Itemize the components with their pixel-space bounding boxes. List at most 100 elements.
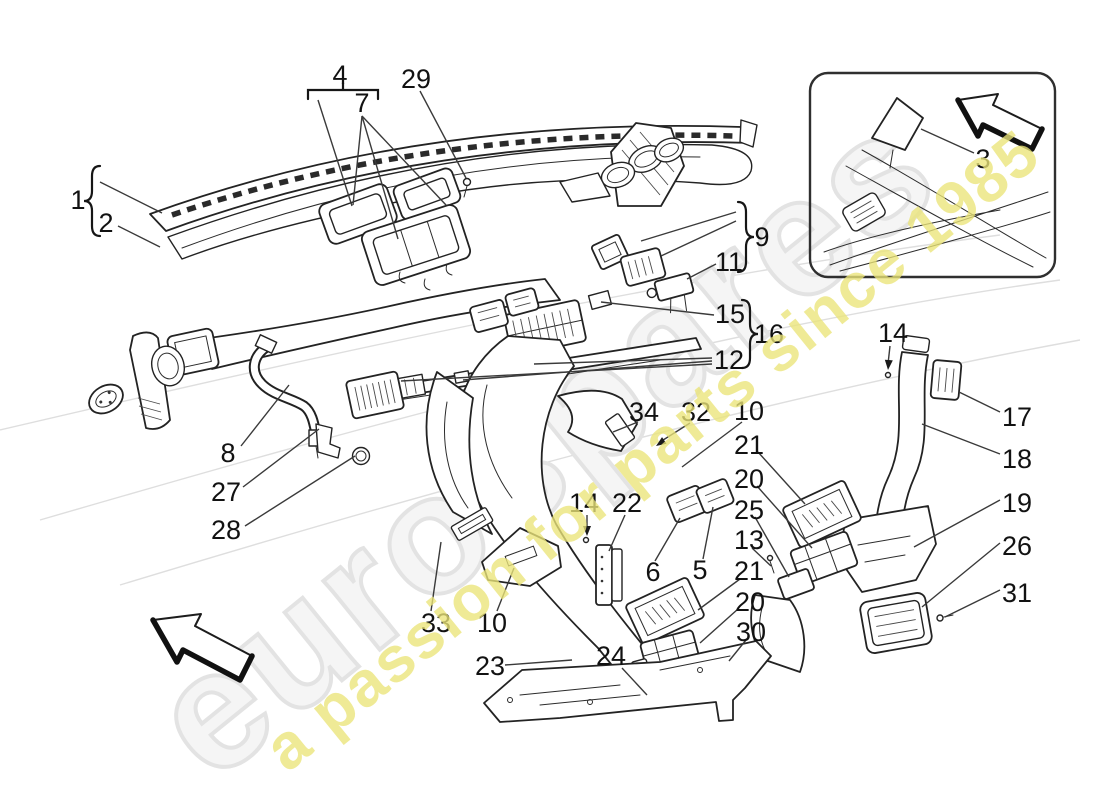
leader-line: [944, 589, 1001, 618]
leader-line: [621, 667, 648, 696]
callout-label-2[interactable]: 2: [98, 208, 113, 238]
clip-22: [595, 544, 623, 606]
leader-line: [659, 422, 691, 443]
callout-label-20[interactable]: 20: [734, 464, 764, 494]
callout-label-20[interactable]: 20: [735, 587, 765, 617]
callout-label-5[interactable]: 5: [692, 555, 707, 585]
group-brace: [83, 164, 102, 238]
leader-line: [920, 128, 975, 154]
leader-line: [699, 608, 739, 644]
leader-line: [756, 485, 813, 549]
leader-line: [728, 639, 747, 662]
tweeter-cover-3: [871, 97, 924, 151]
callout-label-22[interactable]: 22: [612, 488, 642, 518]
callout-label-3[interactable]: 3: [975, 144, 990, 174]
leader-line: [244, 455, 356, 527]
callout-label-18[interactable]: 18: [1002, 444, 1032, 474]
leader-line: [242, 428, 320, 488]
callout-label-4[interactable]: 4: [332, 60, 347, 90]
leader-line: [361, 115, 399, 240]
callout-label-31[interactable]: 31: [1002, 578, 1032, 608]
callout-label-7[interactable]: 7: [354, 88, 369, 118]
clamp-28: [351, 446, 371, 466]
callout-label-34[interactable]: 34: [629, 397, 659, 427]
louver-blocks: [345, 287, 587, 420]
direction-arrow-main: [150, 613, 255, 683]
callout-label-17[interactable]: 17: [1002, 402, 1032, 432]
callout-label-21[interactable]: 21: [734, 556, 764, 586]
leader-line: [681, 421, 743, 468]
callout-label-28[interactable]: 28: [211, 515, 241, 545]
hose-assembly: [248, 334, 371, 466]
callout-label-14[interactable]: 14: [878, 318, 908, 348]
callout-label-19[interactable]: 19: [1002, 488, 1032, 518]
callout-label-6[interactable]: 6: [645, 557, 660, 587]
callout-label-9[interactable]: 9: [754, 222, 769, 252]
direction-arrow-inset: [955, 93, 1045, 152]
callout-label-1[interactable]: 1: [70, 185, 85, 215]
leader-line: [958, 391, 1001, 413]
right-duct-18: [839, 334, 963, 593]
group-brace: [740, 298, 759, 370]
leader-line: [754, 516, 790, 578]
callout-label-10[interactable]: 10: [477, 608, 507, 638]
callout-label-32[interactable]: 32: [681, 397, 711, 427]
callout-label-25[interactable]: 25: [734, 495, 764, 525]
bracket-4: [306, 81, 380, 101]
vent-actuator-9-11: [619, 247, 695, 314]
bezel-5: [695, 478, 735, 514]
callout-label-16[interactable]: 16: [754, 319, 784, 349]
callout-label-8[interactable]: 8: [220, 438, 235, 468]
leader-line: [921, 542, 1001, 608]
leader-line: [751, 547, 772, 567]
callout-label-23[interactable]: 23: [475, 651, 505, 681]
floor-plate-24: [483, 640, 772, 723]
leader-line: [496, 567, 515, 612]
callout-label-21[interactable]: 21: [734, 430, 764, 460]
callout-label-30[interactable]: 30: [736, 617, 766, 647]
line-art: [88, 119, 963, 723]
braces-layer: [83, 164, 759, 370]
bracket-27: [315, 423, 341, 459]
callout-label-13[interactable]: 13: [734, 525, 764, 555]
callout-label-26[interactable]: 26: [1002, 531, 1032, 561]
leader-line: [504, 659, 573, 666]
leader-arrowhead: [884, 359, 893, 370]
center-vent-module: [318, 167, 472, 291]
left-trim-pieces: [88, 331, 185, 430]
block-25: [777, 568, 815, 600]
leader-line: [430, 541, 442, 612]
leader-line: [419, 90, 467, 179]
callout-label-24[interactable]: 24: [596, 641, 626, 671]
right-side-panel: [559, 122, 685, 271]
leader-line: [117, 225, 161, 248]
clip-17: [929, 359, 963, 401]
group-brace: [736, 200, 755, 274]
leader-line: [654, 517, 681, 562]
leader-line: [608, 514, 626, 552]
callout-label-11[interactable]: 11: [715, 247, 743, 277]
screw-13: [766, 554, 775, 574]
leader-line: [757, 451, 806, 505]
left-foot-duct-33: [425, 371, 562, 587]
leader-line: [240, 384, 290, 447]
callout-label-14[interactable]: 14: [569, 488, 599, 518]
leader-arrowhead: [583, 526, 591, 536]
screw-29: [462, 177, 472, 198]
callout-label-33[interactable]: 33: [421, 608, 451, 638]
callout-label-15[interactable]: 15: [715, 299, 745, 329]
callout-label-10[interactable]: 10: [734, 396, 764, 426]
duct-34: [557, 389, 638, 452]
leader-line: [533, 357, 713, 365]
leader-line: [352, 115, 363, 206]
leader-line: [640, 211, 737, 242]
leader-line: [913, 499, 1001, 548]
leader-line: [600, 301, 715, 316]
callout-label-29[interactable]: 29: [401, 64, 431, 94]
inset-detail-box: [808, 71, 1057, 279]
callout-label-27[interactable]: 27: [211, 477, 241, 507]
callout-label-12[interactable]: 12: [714, 345, 744, 375]
